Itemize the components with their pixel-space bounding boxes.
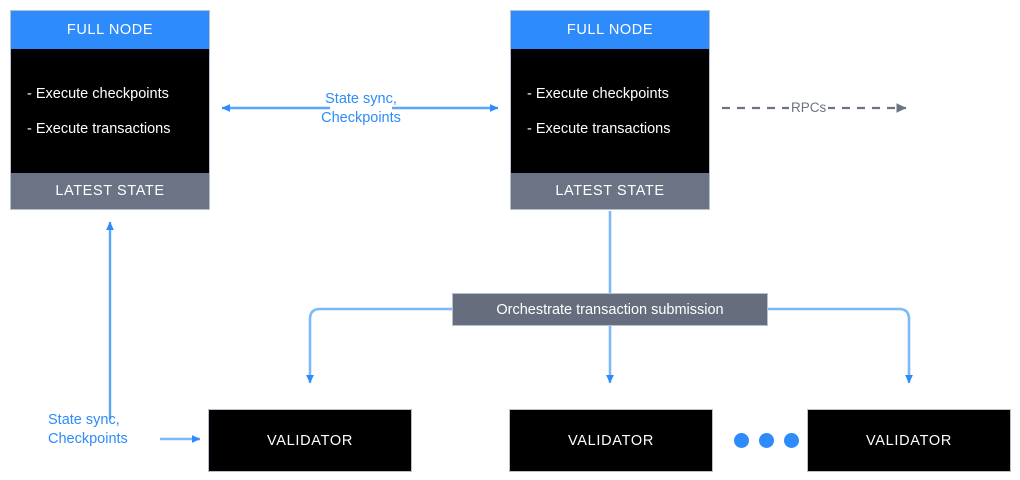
validator-2[interactable]: VALIDATOR — [509, 409, 713, 472]
orchestrate-transaction-submission-box[interactable]: Orchestrate transaction submission — [452, 293, 768, 326]
full-node-right-bullet-2: - Execute transactions — [527, 120, 671, 137]
validator-3-label: VALIDATOR — [865, 432, 953, 449]
full-node-left-bullet-1: - Execute checkpoints — [27, 85, 169, 102]
validator-3[interactable]: VALIDATOR — [807, 409, 1011, 472]
full-node-right-body: - Execute checkpoints - Execute transact… — [511, 49, 709, 173]
full-node-right-bullet-1: - Execute checkpoints — [527, 85, 669, 102]
ellipsis-dot-1 — [734, 433, 749, 448]
validator-2-label: VALIDATOR — [567, 432, 655, 449]
full-node-left-header: FULL NODE — [11, 11, 209, 49]
full-node-right-header: FULL NODE — [511, 11, 709, 49]
state-sync-label-top: State sync, Checkpoints — [321, 91, 401, 126]
ellipsis-dot-3 — [784, 433, 799, 448]
full-node-right-latest-state: LATEST STATE — [511, 173, 709, 209]
edge-orchestrator-to-validator-1 — [306, 307, 452, 384]
full-node-left-body: - Execute checkpoints - Execute transact… — [11, 49, 209, 173]
rpcs-label: RPCs — [789, 100, 829, 116]
full-node-right[interactable]: FULL NODE - Execute checkpoints - Execut… — [510, 10, 710, 210]
validator-1-label: VALIDATOR — [266, 432, 354, 449]
full-node-left-latest-state: LATEST STATE — [11, 173, 209, 209]
full-node-left[interactable]: FULL NODE - Execute checkpoints - Execut… — [10, 10, 210, 210]
ellipsis-dot-2 — [759, 433, 774, 448]
validator-1[interactable]: VALIDATOR — [208, 409, 412, 472]
edge-orchestrator-to-validator-3 — [768, 307, 913, 384]
full-node-left-bullet-2: - Execute transactions — [27, 120, 171, 137]
orchestrate-label: Orchestrate transaction submission — [496, 301, 724, 318]
state-sync-label-bottom: State sync, Checkpoints — [48, 412, 128, 447]
